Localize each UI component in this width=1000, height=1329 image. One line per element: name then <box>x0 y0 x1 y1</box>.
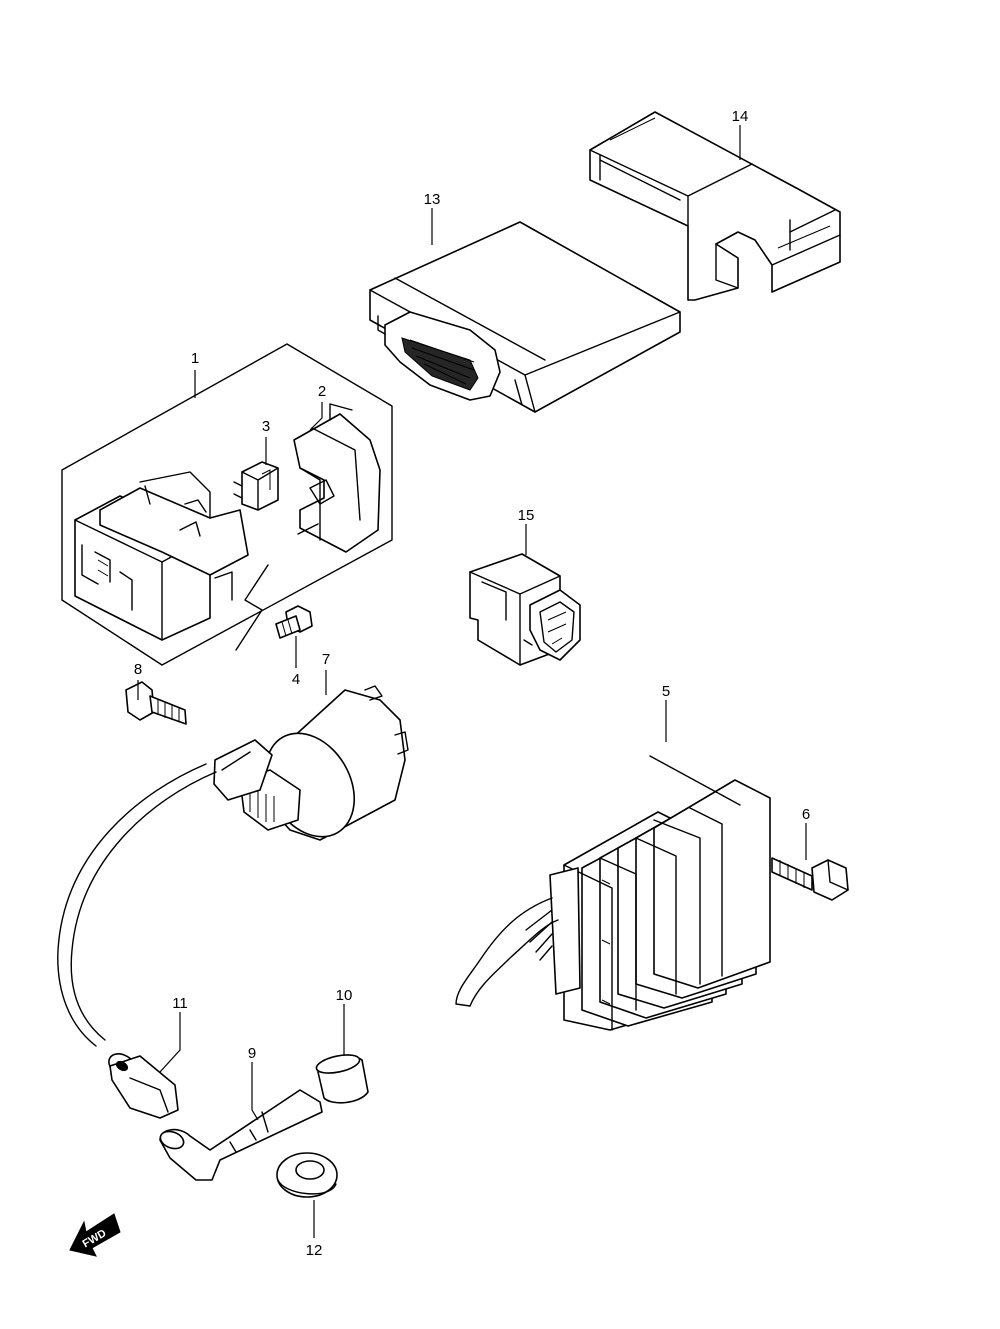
callout-4: 4 <box>292 671 300 688</box>
callout-9: 9 <box>248 1045 256 1062</box>
part-5-regulator-rectifier <box>563 755 771 1031</box>
part-2-fuse-box-cover <box>293 403 381 553</box>
part-5-wire-harness <box>455 867 581 1007</box>
part-7-high-tension-lead <box>57 763 217 1047</box>
part-14-ecu-cover <box>589 111 841 301</box>
part-7-ignition-coil <box>213 685 409 841</box>
callout-11: 11 <box>172 995 188 1012</box>
callout-6: 6 <box>802 806 810 823</box>
part-4-bolt <box>275 605 313 639</box>
callout-15: 15 <box>518 507 535 524</box>
callout-3: 3 <box>262 418 270 435</box>
callout-1: 1 <box>191 350 199 367</box>
part-8-bolt <box>125 681 187 725</box>
part-1-relay-assembly-frame <box>61 343 393 666</box>
part-13-ecu-unit <box>369 221 681 413</box>
forward-arrow-icon: FWD <box>69 1213 121 1257</box>
callout-8: 8 <box>134 661 142 678</box>
part-6-bolt <box>771 857 849 901</box>
part-10-sleeve <box>315 1054 369 1104</box>
part-15-relay-connector <box>469 553 581 666</box>
part-3-fuse <box>233 461 279 511</box>
callout-14: 14 <box>732 108 749 125</box>
part-9-plug-terminal <box>159 1089 323 1181</box>
callout-2: 2 <box>318 383 326 400</box>
callout-labels: 1 2 3 4 5 6 7 8 9 10 11 12 13 14 15 <box>134 108 810 1259</box>
part-1-starter-relay <box>74 471 249 641</box>
callout-13: 13 <box>424 191 441 208</box>
callout-7: 7 <box>322 651 330 668</box>
callout-10: 10 <box>336 987 353 1004</box>
callout-5: 5 <box>662 683 670 700</box>
part-12-grommet <box>276 1152 338 1198</box>
leader-lines <box>137 125 807 1238</box>
part-11-spark-plug-cap <box>108 1053 179 1119</box>
part-1-zigzag-break <box>235 564 269 651</box>
callout-12: 12 <box>306 1242 323 1259</box>
